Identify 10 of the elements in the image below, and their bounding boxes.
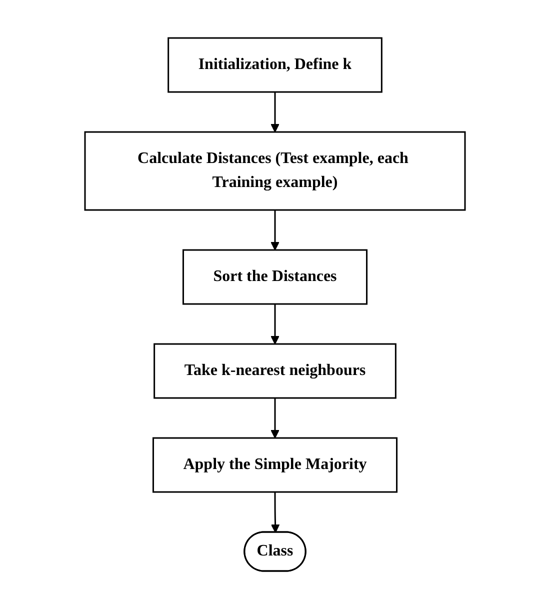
node-box: Take k-nearest neighbours [154, 343, 396, 399]
node-box: Sort the Distances [182, 249, 368, 305]
arrow [270, 92, 280, 132]
arrow [270, 398, 280, 438]
node-box: Apply the Simple Majority [152, 437, 398, 493]
arrow [270, 492, 280, 533]
node-box: Calculate Distances (Test example, each Training example) [84, 131, 466, 211]
arrow [270, 210, 280, 250]
node-box: Initialization, Define k [168, 37, 382, 93]
arrow [270, 304, 280, 344]
